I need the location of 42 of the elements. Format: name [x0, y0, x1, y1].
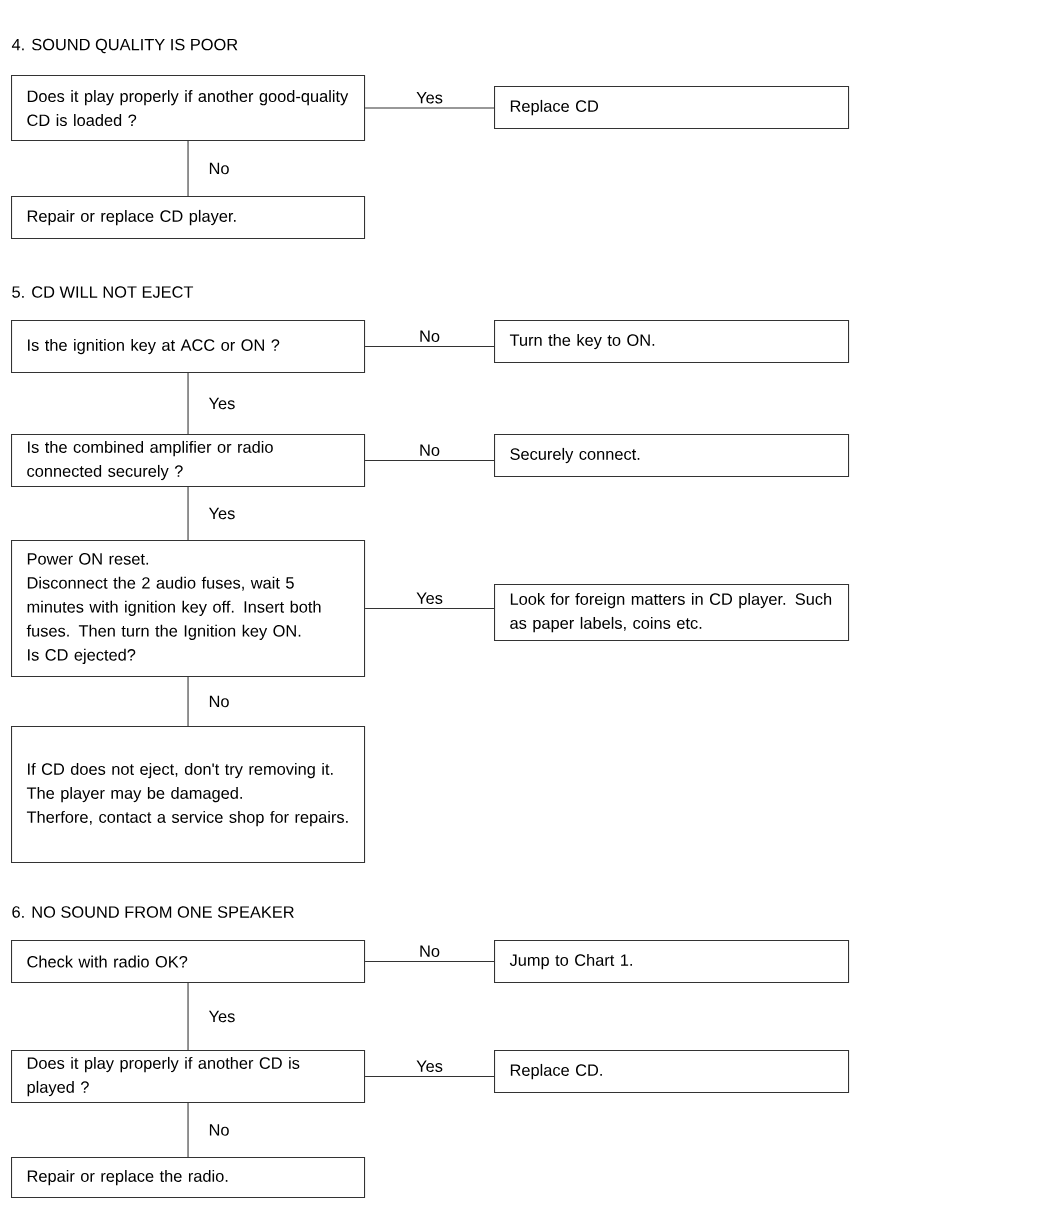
section-heading: 6. NO SOUND FROM ONE SPEAKER: [12, 906, 294, 918]
edge-label: Yes: [208, 1010, 235, 1023]
connector-line: [364, 460, 495, 462]
connector-line: [187, 982, 189, 1051]
process-box: Does it play properly if another good-quality CD is loaded ?: [11, 75, 366, 142]
connector-line: [364, 608, 495, 610]
edge-label: Yes: [208, 507, 235, 520]
process-box: Securely connect.: [494, 434, 850, 478]
section-heading: 4. SOUND QUALITY IS POOR: [11, 38, 238, 54]
process-box: Check with radio OK?: [11, 940, 366, 984]
edge-label: No: [209, 695, 229, 708]
edge-label: No: [209, 162, 229, 175]
connector-line: [364, 107, 495, 109]
edge-label: No: [420, 444, 440, 456]
process-box: Is the ignition key at ACC or ON ?: [11, 320, 366, 374]
connector-line: [364, 1076, 495, 1078]
process-box: Turn the key to ON.: [494, 320, 850, 364]
process-box: Jump to Chart 1.: [494, 940, 850, 984]
connector-line: [364, 961, 495, 963]
edge-label: Yes: [208, 397, 235, 410]
process-box: Repair or replace CD player.: [11, 196, 366, 240]
process-box: Replace CD.: [494, 1050, 850, 1094]
edge-label: Yes: [416, 92, 443, 104]
process-box: Power ON reset. Disconnect the 2 audio fuses, wait 5 minutes with ignition key off. Insert both fuses. Then turn the Ignition key ON. Is CD ejected?: [11, 540, 366, 678]
process-box: Does it play properly if another CD is played ?: [11, 1050, 366, 1104]
process-box: If CD does not eject, don't try removing it. The player may be damaged. Therfore, contact a service shop for repairs.: [11, 726, 366, 864]
connector-line: [364, 346, 495, 348]
edge-label: No: [420, 945, 440, 957]
edge-label: No: [420, 330, 440, 342]
connector-line: [187, 140, 189, 197]
connector-line: [187, 486, 189, 541]
process-box: Look for foreign matters in CD player. Such as paper labels, coins etc.: [494, 584, 850, 642]
edge-label: Yes: [416, 1060, 443, 1072]
process-box: Repair or replace the radio.: [11, 1157, 366, 1199]
edge-label: Yes: [416, 592, 443, 604]
process-box: Replace CD: [494, 86, 850, 130]
edge-label: No: [209, 1124, 229, 1136]
process-box: Is the combined amplifier or radio connected securely ?: [11, 434, 366, 488]
connector-line: [187, 1102, 189, 1158]
connector-line: [187, 372, 189, 435]
connector-line: [187, 676, 189, 727]
section-heading: 5. CD WILL NOT EJECT: [12, 286, 194, 298]
